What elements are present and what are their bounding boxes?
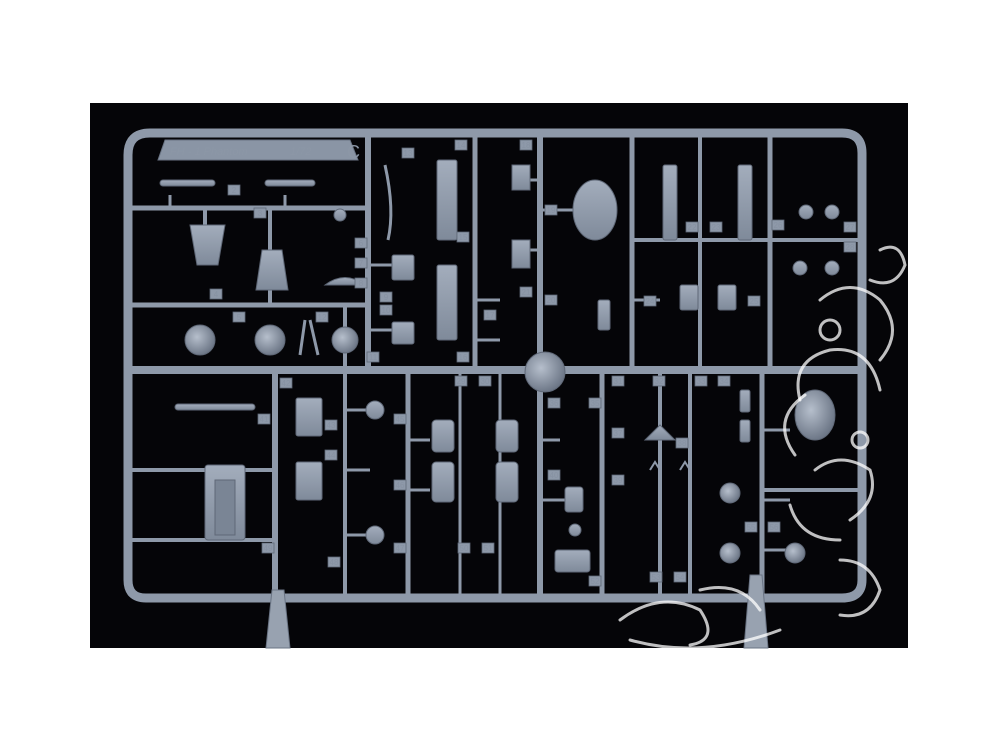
part-number: 12 xyxy=(318,313,327,322)
part-number: 19 xyxy=(547,206,556,215)
part-number: 29 xyxy=(457,377,466,386)
part-number: 18 xyxy=(522,141,531,150)
part-number: 37 xyxy=(614,429,623,438)
part-number: 20 xyxy=(547,296,556,305)
part-number: 31 xyxy=(614,377,623,386)
part-number: 4 xyxy=(214,290,219,299)
part-number: 53 xyxy=(652,573,661,582)
part-number: 47 xyxy=(396,544,405,553)
part-number: 23 xyxy=(712,223,721,232)
part-number: 43 xyxy=(327,421,336,430)
part-number: 30 xyxy=(481,377,490,386)
part-number: 5 xyxy=(237,313,242,322)
part-number-tabs xyxy=(209,139,857,587)
part-number: 41 xyxy=(260,415,269,424)
part-number: 33 xyxy=(697,377,706,386)
part-number: 17 xyxy=(486,311,495,320)
part-number: 2 xyxy=(232,186,237,195)
part-number: 13 xyxy=(404,149,413,158)
part-number: 14 xyxy=(457,141,466,150)
part-number: 24 xyxy=(646,297,655,306)
part-number: 45 xyxy=(396,415,405,424)
part-number: 7 xyxy=(359,259,364,268)
part-number: 44 xyxy=(327,451,336,460)
part-number: 22 xyxy=(688,223,697,232)
watermark-drawing xyxy=(618,245,907,650)
part-number: 35 xyxy=(591,399,600,408)
part-number: 36 xyxy=(550,399,559,408)
part-number: 56 xyxy=(770,523,779,532)
part-number: 49 xyxy=(264,544,273,553)
part-number: 48 xyxy=(330,558,339,567)
part-number: 38 xyxy=(678,439,687,448)
part-number: 32 xyxy=(655,377,664,386)
part-number: 21 xyxy=(522,288,531,297)
part-number: 8 xyxy=(359,279,364,288)
part-number: 16 xyxy=(459,353,468,362)
sprue-frame-letter: C xyxy=(347,142,360,162)
sprue-stands xyxy=(265,574,769,649)
part-number: 40 xyxy=(550,471,559,480)
part-number: 46 xyxy=(396,481,405,490)
part-number: 11 xyxy=(369,353,378,362)
part-number: 42 xyxy=(282,379,291,388)
part-number: 28 xyxy=(846,243,855,252)
sprue-label-plate: FH - 1 Phantom 1/72 C xyxy=(157,139,360,162)
sprue-parts xyxy=(159,159,840,573)
sprue-frame xyxy=(123,128,867,603)
part-number: 34 xyxy=(720,377,729,386)
part-number: 27 xyxy=(846,223,855,232)
part-number: 9 xyxy=(384,293,389,302)
part-number: 55 xyxy=(747,523,756,532)
part-number: 10 xyxy=(382,306,391,315)
part-number: 15 xyxy=(459,233,468,242)
part-number: 25 xyxy=(750,297,759,306)
part-number: 50 xyxy=(460,544,469,553)
part-number: 52 xyxy=(591,577,600,586)
sprue-title: FH - 1 Phantom xyxy=(170,146,248,158)
part-number: 54 xyxy=(676,573,685,582)
part-number: 3 xyxy=(258,209,263,218)
part-number: 51 xyxy=(484,544,493,553)
part-number: 26 xyxy=(774,221,783,230)
part-number: 39 xyxy=(614,476,623,485)
sprue-scale: 1/72 xyxy=(290,146,311,158)
part-number: 6 xyxy=(359,239,364,248)
